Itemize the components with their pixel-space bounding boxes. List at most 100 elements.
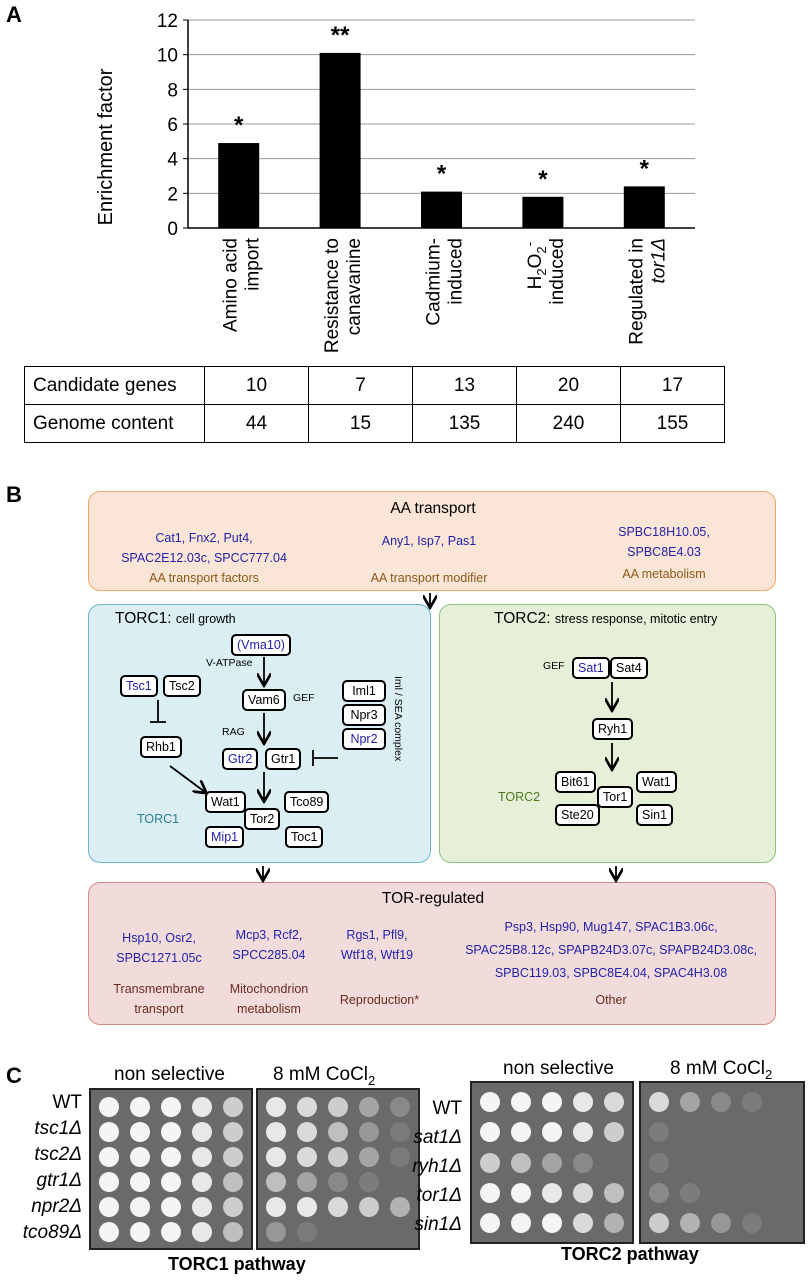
yeast-spot: [711, 1092, 731, 1113]
category-line: Resistance to: [322, 238, 343, 353]
bar: [421, 191, 462, 228]
node-sin1: Sin1: [636, 804, 674, 826]
category-label: Cadmium-induced: [424, 238, 467, 326]
yeast-spot: [604, 1212, 624, 1233]
torc2-complex-label: TORC2: [498, 790, 541, 804]
yeast-spot: [390, 1196, 410, 1217]
arrow-rhb1-tor2: [169, 765, 205, 792]
node-npr2: Npr2: [342, 728, 386, 750]
yeast-spot: [680, 1182, 700, 1203]
yeast-spot: [573, 1092, 593, 1113]
yeast-spot: [359, 1196, 379, 1217]
significance-mark: *: [538, 166, 548, 193]
node-toc1: Toc1: [285, 826, 324, 848]
node-tsc1: Tsc1: [120, 675, 158, 697]
yeast-spot: [604, 1092, 624, 1113]
node-ryh1: Ryh1: [592, 718, 634, 740]
gene-list: Mcp3, Rcf2,: [235, 928, 303, 942]
yeast-spot: [297, 1171, 317, 1192]
yeast-spot: [223, 1221, 243, 1242]
tm-genes: Hsp10, Osr2, SPBC1271.05c: [94, 928, 224, 968]
yeast-spot: [192, 1196, 212, 1217]
node-sat1: Sat1: [572, 657, 610, 679]
strain-label: tco89Δ: [22, 1222, 82, 1243]
table-cell: 10: [204, 366, 309, 405]
yeast-spot: [266, 1121, 286, 1142]
yeast-spot: [192, 1221, 212, 1242]
significance-mark: *: [640, 155, 650, 182]
gene-count-table: Candidate genes 10 7 13 20 17 Genome con…: [24, 366, 725, 443]
gene-list: SPAC2E12.03c, SPCC777.04: [121, 551, 287, 565]
strain-label: WT: [432, 1098, 462, 1119]
yeast-spot: [573, 1122, 593, 1143]
aa-factor-category: AA transport factors: [149, 571, 259, 585]
yeast-spot: [328, 1171, 348, 1192]
aa-modifier-category: AA transport modifier: [370, 571, 488, 585]
gene-list: Rgs1, Pfl9,: [346, 928, 408, 942]
y-tick-label: 10: [157, 46, 178, 67]
bar: [522, 196, 564, 228]
gef-label-1: GEF: [293, 692, 315, 704]
yeast-spot: [223, 1171, 243, 1192]
gene-list: SPBC8E4.03: [627, 545, 701, 559]
yeast-spot: [297, 1221, 317, 1242]
chart-y-label: Enrichment factor: [95, 68, 117, 225]
yeast-spot: [680, 1092, 700, 1113]
yeast-spot: [742, 1212, 762, 1233]
yeast-spot: [649, 1092, 669, 1113]
c-right-cond-2: 8 mM CoCl2: [670, 1058, 773, 1082]
yeast-spot: [297, 1096, 317, 1117]
plate-torc2-nonselective: [470, 1081, 634, 1244]
torc1-complex-label: TORC1: [137, 812, 180, 826]
yeast-spot: [266, 1221, 286, 1242]
strain-label: sat1Δ: [413, 1127, 462, 1148]
aa-metab-category: AA metabolism: [622, 567, 706, 581]
node-tco89: Tco89: [284, 791, 330, 813]
node-mip1: Mip1: [205, 826, 245, 848]
category-line: Regulated in: [626, 238, 647, 345]
yeast-spot: [297, 1121, 317, 1142]
yeast-spot: [297, 1146, 317, 1167]
yeast-spot: [480, 1182, 500, 1203]
torc2-title-text: TORC2:: [494, 610, 551, 627]
torc1-title-text: TORC1:: [115, 610, 172, 627]
category-line: induced: [547, 238, 568, 305]
table-cell: 17: [620, 366, 725, 405]
torc2-subtitle: stress response, mitotic entry: [554, 612, 718, 626]
yeast-spot: [99, 1196, 119, 1217]
strain-label: tsc2Δ: [34, 1144, 82, 1165]
strain-label: ryh1Δ: [412, 1156, 462, 1177]
yeast-spot: [328, 1196, 348, 1217]
row-label-genome: Genome content: [24, 404, 205, 443]
yeast-spot: [480, 1092, 500, 1113]
row-label-candidate: Candidate genes: [24, 366, 205, 405]
yeast-spot: [511, 1092, 531, 1113]
gene-list: SPBC18H10.05,: [618, 525, 710, 539]
c-left-cond-1: non selective: [114, 1064, 225, 1085]
yeast-spot: [604, 1122, 624, 1143]
gene-list: SPCC285.04: [232, 948, 306, 962]
tor-regulated-box: TOR-regulated Hsp10, Osr2, SPBC1271.05c …: [88, 882, 776, 1025]
yeast-spot: [99, 1171, 119, 1192]
yeast-spot: [99, 1121, 119, 1142]
yeast-spot: [542, 1092, 562, 1113]
yeast-spot: [297, 1196, 317, 1217]
y-tick-label: 0: [167, 219, 178, 240]
yeast-spot: [161, 1221, 181, 1242]
tor-regulated-title: TOR-regulated: [381, 890, 485, 907]
yeast-spot: [480, 1152, 500, 1173]
yeast-spot: [161, 1096, 181, 1117]
tm-category: Transmembrane transport: [94, 979, 224, 1019]
yeast-spot: [99, 1146, 119, 1167]
yeast-spot: [161, 1171, 181, 1192]
table-cell: 240: [516, 404, 621, 443]
y-tick-label: 6: [167, 115, 178, 136]
yeast-spot: [573, 1212, 593, 1233]
panel-c-label: C: [6, 1063, 22, 1088]
v-atpase-label: V-ATPase: [206, 657, 253, 669]
gene-list: SPBC119.03, SPBC8E4.04, SPAC4H3.08: [494, 966, 728, 980]
node-wat1-torc2: Wat1: [636, 771, 677, 793]
strain-label: npr2Δ: [31, 1196, 82, 1217]
